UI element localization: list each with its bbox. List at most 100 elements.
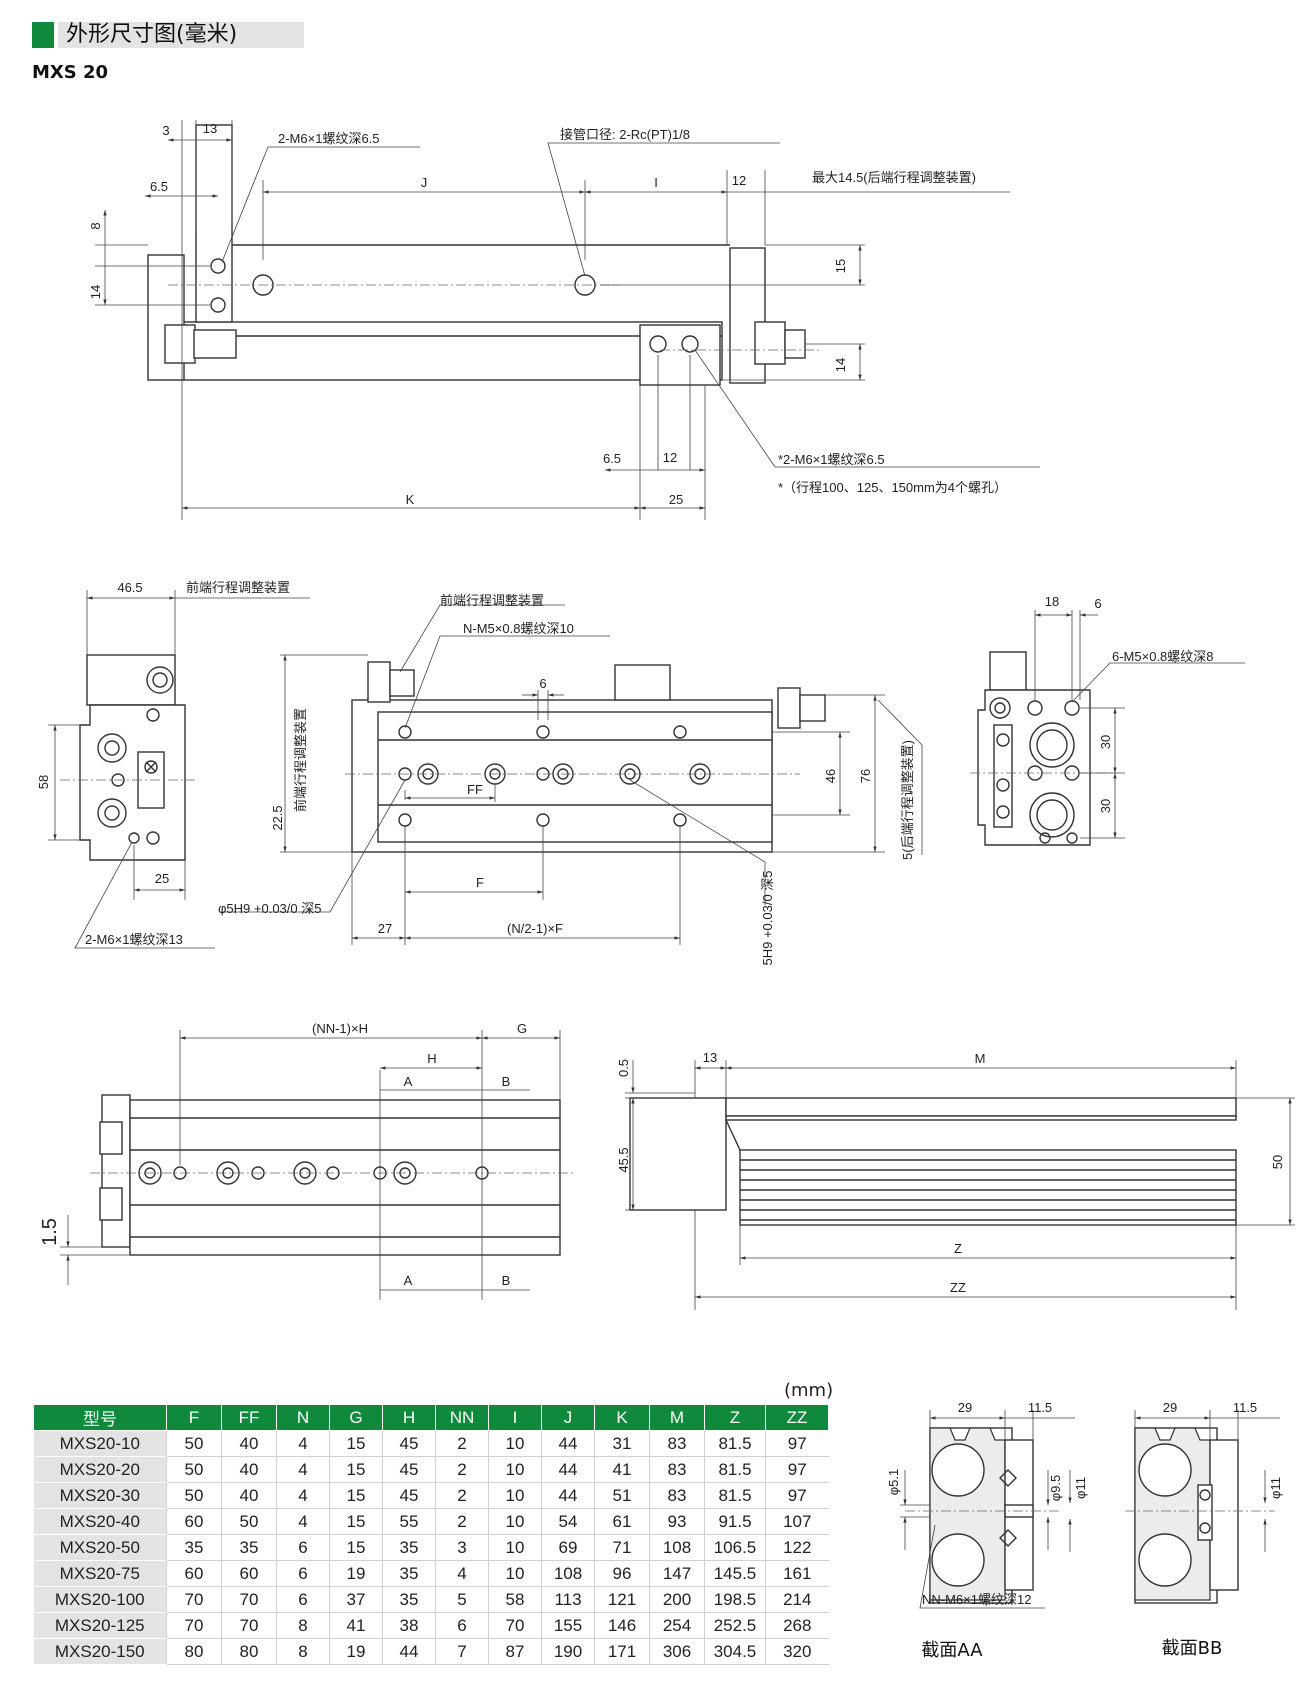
value-cell: 97 (765, 1482, 829, 1509)
dim-6-5b: 6.5 (603, 451, 621, 466)
note-thread2: *2-M6×1螺纹深6.5 (778, 452, 885, 467)
aa-phi-9-5: φ9.5 (1048, 1475, 1063, 1502)
dim-6-5: 6.5 (150, 179, 168, 194)
value-cell: 19 (329, 1560, 383, 1587)
side-top-block (614, 664, 671, 701)
slider-hole (649, 335, 667, 353)
value-cell: 113 (541, 1586, 595, 1613)
value-cell: 54 (541, 1508, 595, 1535)
value-cell: 41 (594, 1456, 650, 1483)
aa-dim-29: 29 (958, 1400, 972, 1415)
bottom-body (129, 1099, 561, 1256)
value-cell: 10 (488, 1508, 542, 1535)
aa-phi-5-1: φ5.1 (886, 1469, 901, 1496)
dim-n-f: (N/2-1)×F (507, 921, 563, 936)
value-cell: 87 (488, 1638, 542, 1665)
top-left-nut (164, 324, 196, 364)
value-cell: 44 (541, 1482, 595, 1509)
value-cell: 44 (541, 1430, 595, 1457)
dim-nn-h: (NN-1)×H (312, 1021, 368, 1036)
model-cell: MXS20-150 (33, 1638, 167, 1665)
value-cell: 2 (435, 1508, 489, 1535)
value-cell: 45 (382, 1482, 436, 1509)
dim-i: I (654, 175, 658, 190)
table-header-cell: M (649, 1404, 705, 1431)
value-cell: 4 (276, 1456, 330, 1483)
dim-14: 14 (88, 285, 103, 299)
dim-f: F (476, 875, 484, 890)
value-cell: 107 (765, 1508, 829, 1535)
dim-zz: ZZ (950, 1280, 966, 1295)
table-header-cell: I (488, 1404, 542, 1431)
note-holes: *（行程100、125、150mm为4个螺孔） (778, 480, 1007, 495)
front-view: 13 M 0.5 45.5 50 Z ZZ (616, 1050, 1295, 1310)
bb-dim-29: 29 (1163, 1400, 1177, 1415)
note-rear-adjuster-v: 5(后端行程调整装置) (900, 740, 915, 860)
value-cell: 40 (221, 1430, 277, 1457)
value-cell: 69 (541, 1534, 595, 1561)
dim-z: Z (954, 1241, 962, 1256)
top-left-bolt (193, 329, 237, 359)
value-cell: 19 (329, 1638, 383, 1665)
side-view: 前端行程调整装置 N-M5×0.8螺纹深10 6 22.5 前端行程调整装置 F… (218, 593, 923, 966)
value-cell: 4 (435, 1560, 489, 1587)
dim-45-5: 45.5 (616, 1147, 631, 1172)
value-cell: 44 (382, 1638, 436, 1665)
dim-b-top: B (502, 1074, 511, 1089)
value-cell: 4 (276, 1508, 330, 1535)
value-cell: 70 (221, 1612, 277, 1639)
aa-caption: 截面AA (921, 1640, 983, 1661)
dim-30b: 30 (1098, 799, 1113, 813)
value-cell: 146 (594, 1612, 650, 1639)
left-end-view: 46.5 前端行程调整装置 58 25 2-M6×1螺纹深13 (36, 580, 310, 949)
dim-13: 13 (203, 121, 217, 136)
table-header-cell: 型号 (33, 1404, 167, 1431)
value-cell: 41 (329, 1612, 383, 1639)
value-cell: 198.5 (704, 1586, 766, 1613)
value-cell: 58 (488, 1586, 542, 1613)
table-header-cell: NN (435, 1404, 489, 1431)
value-cell: 10 (488, 1456, 542, 1483)
value-cell: 304.5 (704, 1638, 766, 1665)
value-cell: 60 (166, 1560, 222, 1587)
dim-8: 8 (88, 222, 103, 229)
adjuster-block (86, 654, 176, 706)
table-header-cell: Z (704, 1404, 766, 1431)
thread-hole (210, 258, 226, 274)
value-cell: 45 (382, 1430, 436, 1457)
dim-6b: 6 (1094, 596, 1101, 611)
value-cell: 97 (765, 1430, 829, 1457)
model-cell: MXS20-125 (33, 1612, 167, 1639)
top-right-nut (754, 321, 786, 365)
dim-k: K (406, 492, 415, 507)
note-front-adjuster-v: 前端行程调整装置 (293, 708, 308, 812)
dim-12: 12 (732, 173, 746, 188)
value-cell: 147 (649, 1560, 705, 1587)
value-cell: 35 (166, 1534, 222, 1561)
value-cell: 190 (541, 1638, 595, 1665)
value-cell: 106.5 (704, 1534, 766, 1561)
value-cell: 80 (166, 1638, 222, 1665)
dim-18: 18 (1045, 594, 1059, 609)
value-cell: 50 (221, 1508, 277, 1535)
value-cell: 51 (594, 1482, 650, 1509)
value-cell: 10 (488, 1560, 542, 1587)
dim-25: 25 (669, 492, 683, 507)
value-cell: 10 (488, 1534, 542, 1561)
value-cell: 108 (541, 1560, 595, 1587)
note-front-adjuster-2: 前端行程调整装置 (440, 593, 544, 608)
value-cell: 40 (221, 1482, 277, 1509)
note-max-stroke: 最大14.5(后端行程调整装置) (812, 170, 976, 185)
note-port: 接管口径: 2-Rc(PT)1/8 (560, 127, 690, 142)
model-cell: MXS20-30 (33, 1482, 167, 1509)
value-cell: 10 (488, 1430, 542, 1457)
